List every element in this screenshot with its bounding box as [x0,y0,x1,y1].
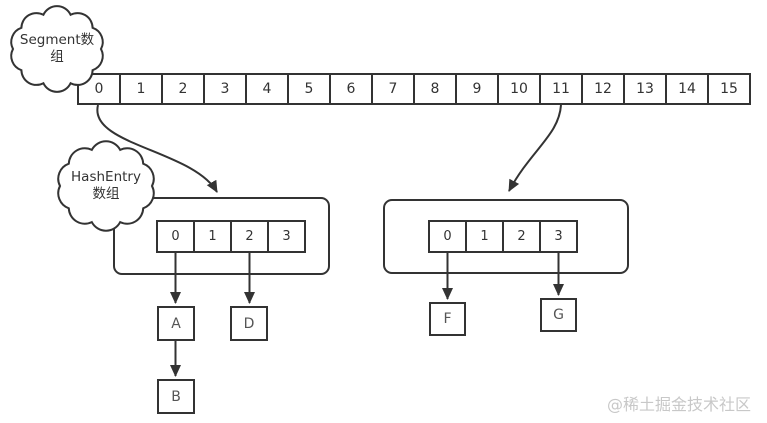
segment-cell-8: 8 [413,73,457,105]
hashentry-left-cell-3: 3 [267,220,306,253]
segment-cell-4: 4 [245,73,289,105]
watermark: @稀土掘金技术社区 [607,395,752,414]
hashentry-cloud-label-line1: HashEntry [71,169,141,185]
segment-cell-1: 1 [119,73,163,105]
segment-cell-13: 13 [623,73,667,105]
segment-cell-6: 6 [329,73,373,105]
segment-cell-12: 12 [581,73,625,105]
hashentry-right-cell-1: 1 [465,220,504,253]
hashentry-cloud-label-line2: 数组 [92,186,120,202]
hashentry-right-cell-2: 2 [502,220,541,253]
segment-cell-10: 10 [497,73,541,105]
node-f: F [429,302,466,336]
segment-cell-9: 9 [455,73,499,105]
hashentry-right-cell-0: 0 [428,220,467,253]
node-d: D [230,306,268,341]
segment-cloud-label-line2: 组 [50,49,64,65]
node-a: A [157,306,195,341]
arrow-segment11-to-right-container [508,104,562,192]
segment-cell-11: 11 [539,73,583,105]
segment-cell-15: 15 [707,73,751,105]
hashentry-left-cell-1: 1 [193,220,232,253]
node-g: G [540,298,577,332]
hashentry-left-cell-0: 0 [156,220,195,253]
segment-cell-7: 7 [371,73,415,105]
hashentry-left-cell-2: 2 [230,220,269,253]
segment-cell-5: 5 [287,73,331,105]
node-b: B [157,379,195,414]
hashentry-cloud-label: HashEntry 数组 [61,169,151,203]
segment-cell-0: 0 [77,73,121,105]
hashentry-array-right: 0 1 2 3 [428,220,578,253]
segment-array: 0 1 2 3 4 5 6 7 8 9 10 11 12 13 14 15 [77,73,751,105]
segment-cell-2: 2 [161,73,205,105]
segment-cloud-label: Segment数 组 [13,32,101,66]
hashentry-right-cell-3: 3 [539,220,578,253]
segment-cloud-label-line1: Segment数 [19,32,95,48]
segment-cell-3: 3 [203,73,247,105]
hashentry-array-left: 0 1 2 3 [156,220,306,253]
segment-cell-14: 14 [665,73,709,105]
